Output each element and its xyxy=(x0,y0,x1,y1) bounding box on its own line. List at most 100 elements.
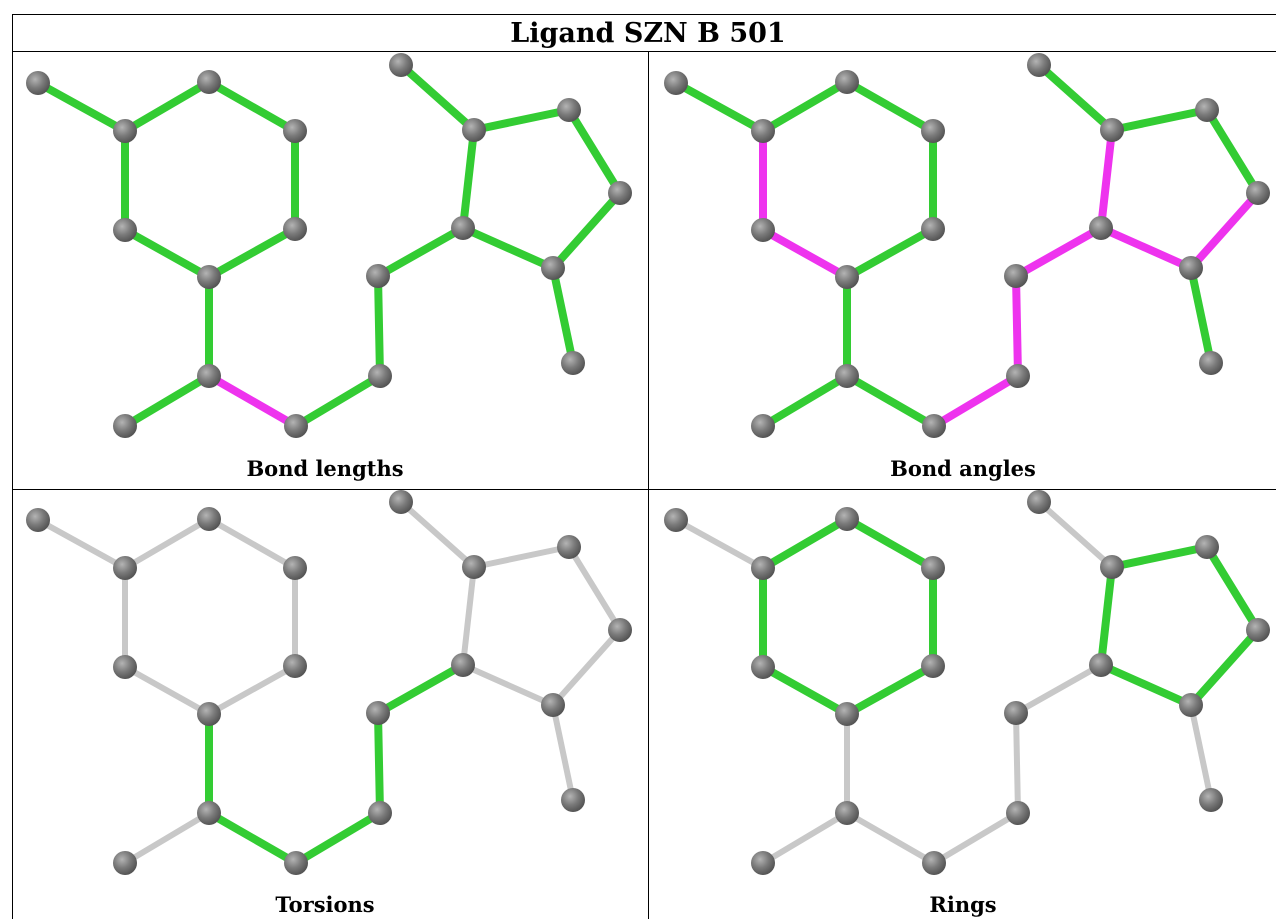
atom-8 xyxy=(113,851,137,875)
atom-1 xyxy=(113,556,137,580)
bond-10-11-outlier xyxy=(1012,272,1022,380)
bond-13-14-neutral xyxy=(398,499,477,570)
bond-15-16-neutral xyxy=(566,544,623,633)
atom-14 xyxy=(1027,490,1051,514)
bond-1-2-neutral xyxy=(122,516,212,571)
bond-7-8-good xyxy=(121,372,213,430)
atom-0 xyxy=(26,508,50,532)
bond-5-6-good xyxy=(121,226,213,281)
atom-14 xyxy=(389,490,413,514)
atom-13 xyxy=(462,555,486,579)
atom-16 xyxy=(1246,181,1270,205)
atom-8 xyxy=(751,851,775,875)
atom-7 xyxy=(197,801,221,825)
atom-4 xyxy=(283,217,307,241)
atom-17 xyxy=(541,256,565,280)
bond-17-12-outlier xyxy=(1097,224,1195,272)
atom-16 xyxy=(608,181,632,205)
atom-4 xyxy=(283,654,307,678)
atom-17 xyxy=(1179,256,1203,280)
bond-9-10-outlier xyxy=(930,372,1022,430)
bond-7-8-neutral xyxy=(760,810,850,866)
bond-16-17-outlier xyxy=(1187,189,1262,272)
bond-0-1-neutral xyxy=(35,517,128,571)
atom-3 xyxy=(921,119,945,143)
atom-9 xyxy=(284,851,308,875)
bond-0-1-good xyxy=(672,79,767,135)
atom-18 xyxy=(1199,351,1223,375)
atom-6 xyxy=(751,218,775,242)
bond-17-18-good xyxy=(1187,264,1215,367)
bond-9-10-good xyxy=(292,809,384,867)
panel-bond-angles: Bond angles xyxy=(664,53,1270,481)
bond-7-9-neutral xyxy=(844,810,937,866)
bond-7-9-outlier xyxy=(205,372,300,430)
bond-12-13-neutral xyxy=(460,564,477,668)
atom-10 xyxy=(1006,364,1030,388)
bond-17-18-neutral xyxy=(1188,702,1214,803)
atom-3 xyxy=(283,556,307,580)
atom-16 xyxy=(1246,618,1270,642)
atom-13 xyxy=(462,118,486,142)
atom-6 xyxy=(113,218,137,242)
bond-4-5-good xyxy=(843,662,937,718)
bond-16-17-good xyxy=(1187,626,1262,709)
atom-12 xyxy=(451,216,475,240)
atom-16 xyxy=(608,618,632,642)
bond-10-11-neutral xyxy=(1013,710,1021,816)
bond-12-13-outlier xyxy=(1097,126,1116,232)
bond-11-12-good xyxy=(374,224,467,280)
atom-12 xyxy=(451,653,475,677)
atom-15 xyxy=(557,98,581,122)
bond-16-17-neutral xyxy=(550,627,623,708)
bond-1-2-good xyxy=(759,515,851,572)
atom-2 xyxy=(197,507,221,531)
bond-15-16-good xyxy=(1203,106,1262,197)
atom-12 xyxy=(1089,216,1113,240)
bond-2-3-good xyxy=(843,78,937,135)
bond-17-12-good xyxy=(459,224,557,272)
bond-2-3-good xyxy=(843,515,937,572)
bond-9-10-neutral xyxy=(931,810,1021,866)
bond-13-15-good xyxy=(1108,106,1211,134)
atom-17 xyxy=(541,693,565,717)
atom-11 xyxy=(366,701,390,725)
bond-17-12-neutral xyxy=(460,662,556,708)
atom-11 xyxy=(1004,701,1028,725)
atom-12 xyxy=(1089,653,1113,677)
atom-4 xyxy=(921,217,945,241)
atom-10 xyxy=(368,364,392,388)
atom-17 xyxy=(1179,693,1203,717)
bond-15-16-good xyxy=(565,106,624,197)
bond-11-12-good xyxy=(374,661,467,717)
bond-11-12-neutral xyxy=(1013,662,1104,716)
bond-7-9-good xyxy=(843,372,938,430)
atom-18 xyxy=(561,788,585,812)
atom-6 xyxy=(113,655,137,679)
atom-15 xyxy=(1195,98,1219,122)
atom-8 xyxy=(751,414,775,438)
bond-11-12-outlier xyxy=(1012,224,1105,280)
atom-18 xyxy=(1199,788,1223,812)
panel-bond-lengths: Bond lengths xyxy=(26,53,632,481)
atom-13 xyxy=(1100,118,1124,142)
bond-16-17-good xyxy=(549,189,624,272)
bond-7-8-neutral xyxy=(122,810,212,866)
bond-1-2-good xyxy=(121,78,213,135)
atom-13 xyxy=(1100,555,1124,579)
atom-2 xyxy=(835,507,859,531)
bond-13-14-good xyxy=(397,61,478,134)
bond-10-11-good xyxy=(374,272,384,380)
atom-5 xyxy=(197,265,221,289)
bond-5-6-outlier xyxy=(759,226,851,281)
atom-1 xyxy=(113,119,137,143)
atom-2 xyxy=(197,70,221,94)
atom-10 xyxy=(368,801,392,825)
bond-10-11-good xyxy=(374,709,384,817)
bond-1-2-good xyxy=(759,78,851,135)
panel-caption: Torsions xyxy=(275,892,374,917)
bond-0-1-good xyxy=(34,79,129,135)
atom-14 xyxy=(389,53,413,77)
bond-13-14-good xyxy=(1035,61,1116,134)
bond-2-3-neutral xyxy=(206,516,298,571)
